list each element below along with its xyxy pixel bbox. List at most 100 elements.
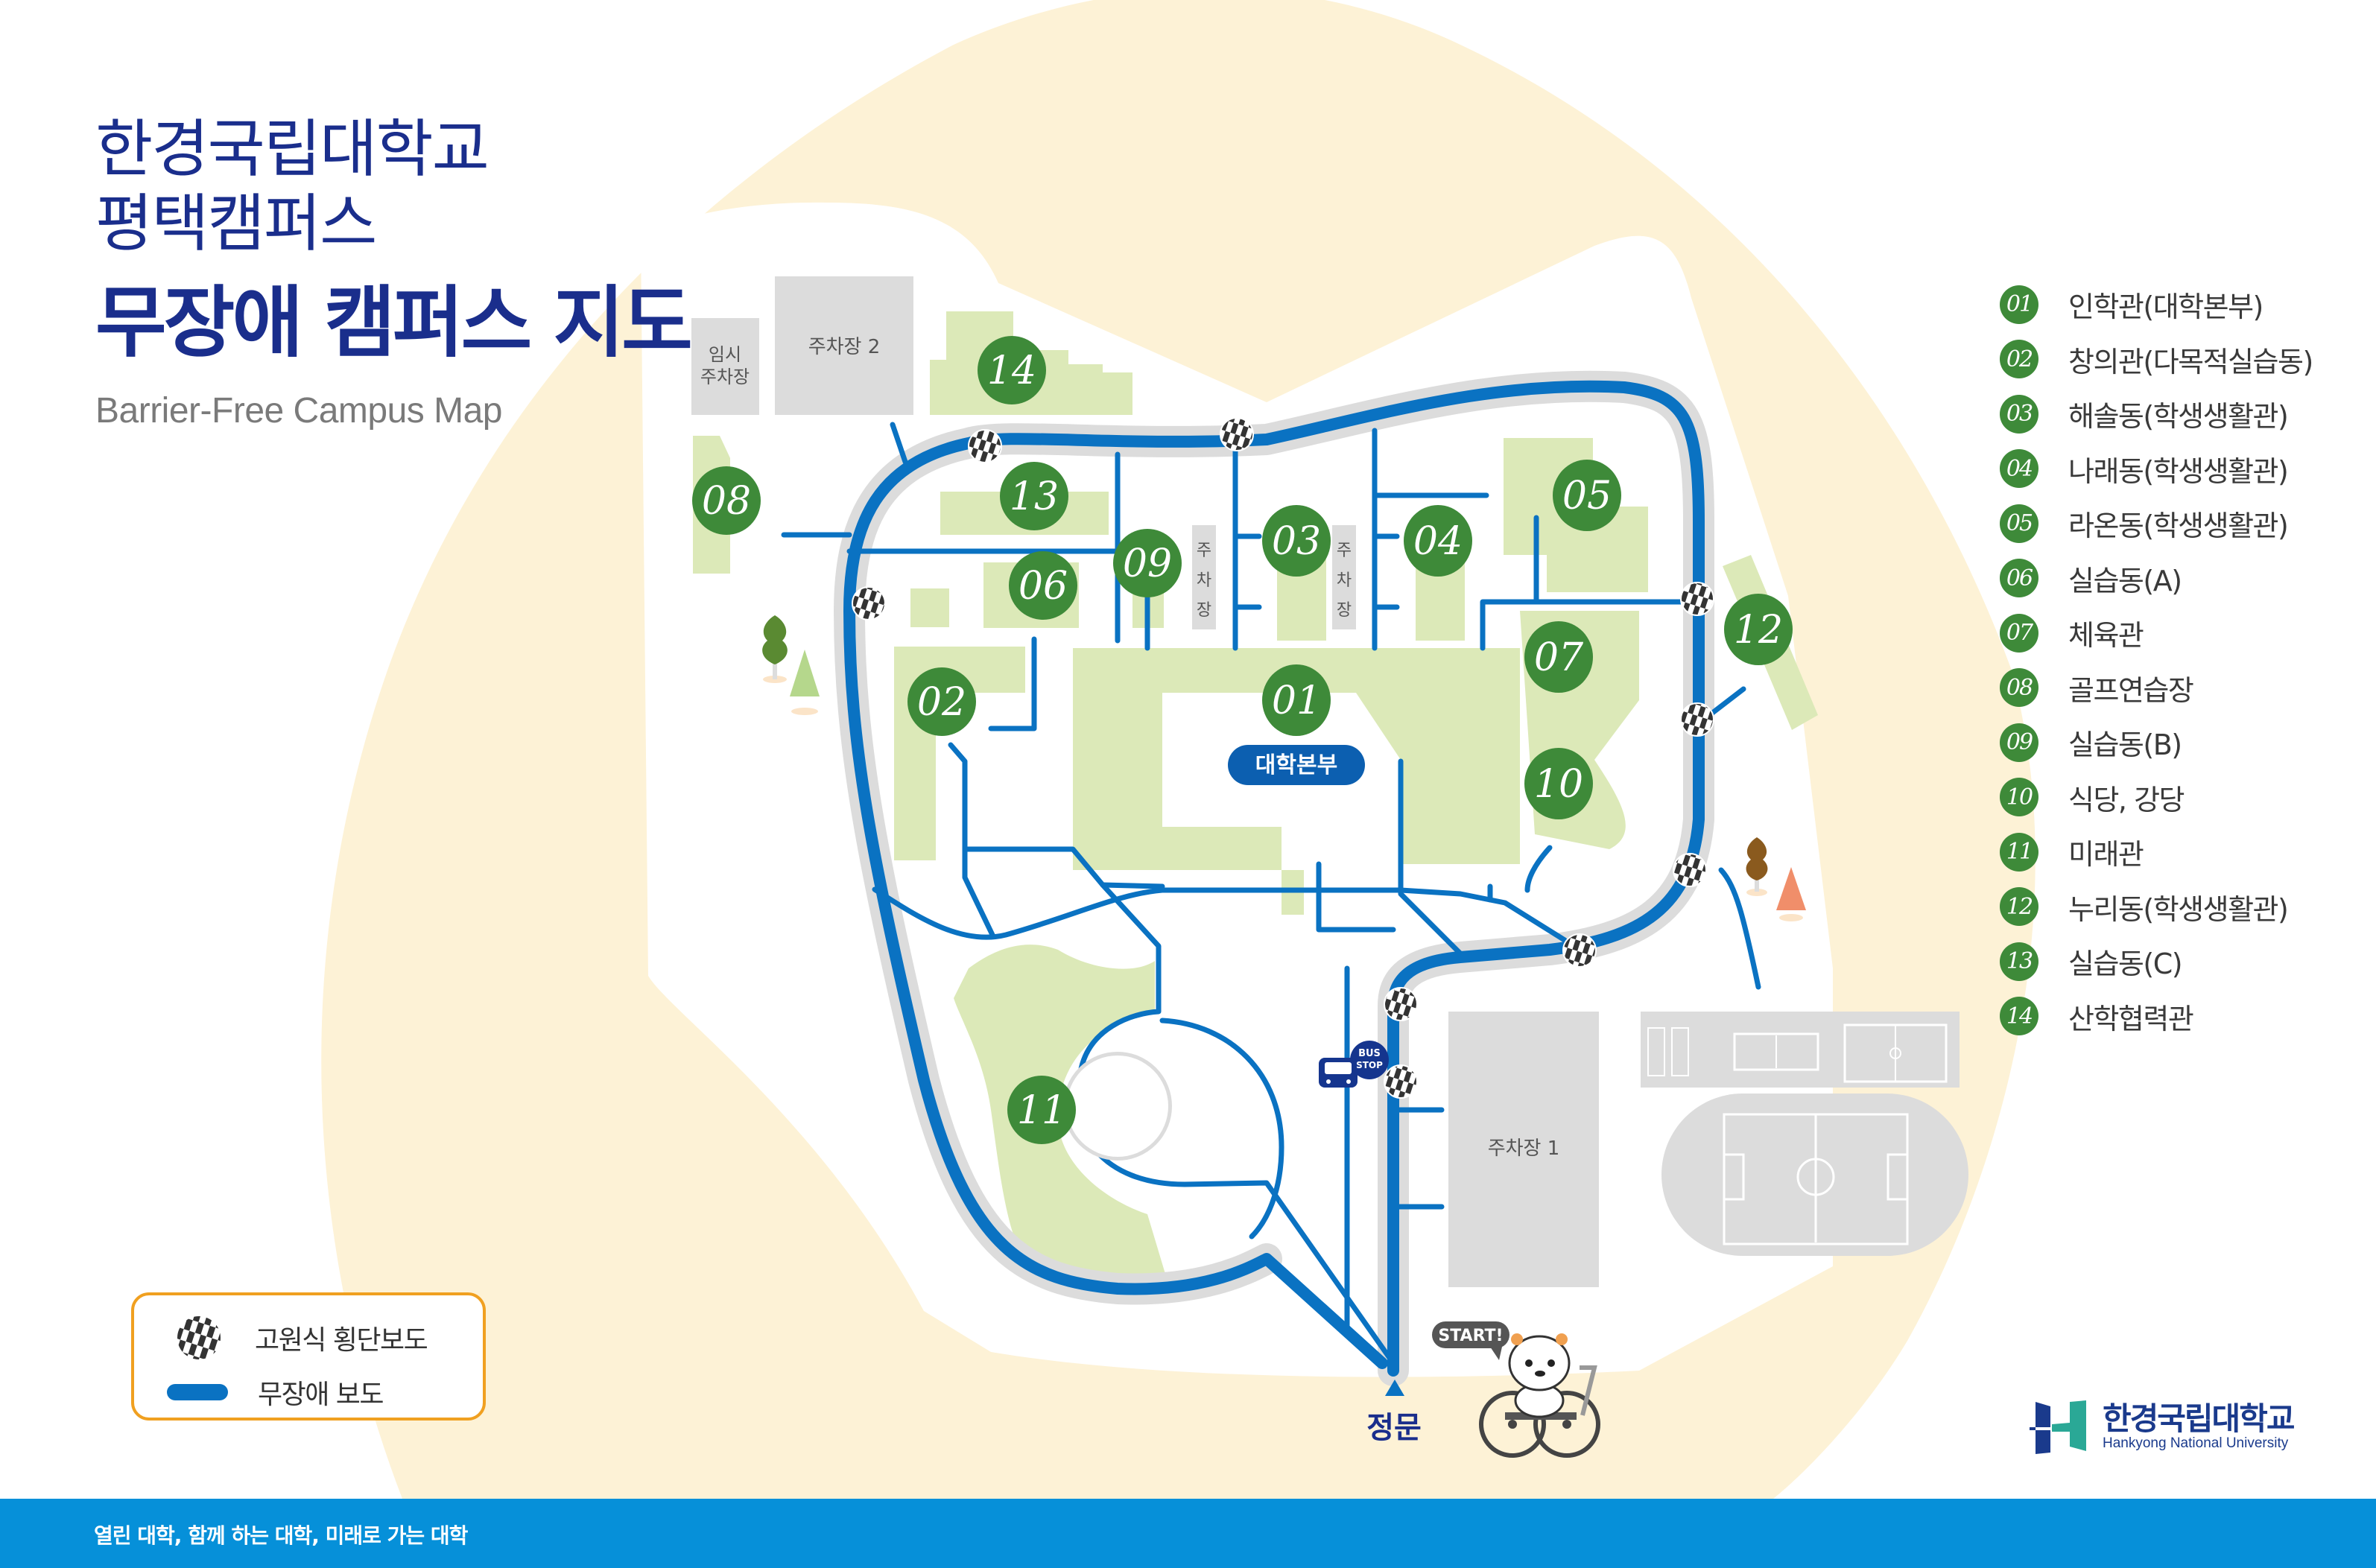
building-number-badge: 01 bbox=[2000, 285, 2038, 324]
marker-02[interactable]: 02 bbox=[907, 667, 976, 736]
crosswalk-icon bbox=[1562, 933, 1597, 968]
marker-09[interactable]: 09 bbox=[1113, 529, 1182, 597]
parking-lot-small-b bbox=[1332, 525, 1356, 629]
svg-text:14: 14 bbox=[987, 349, 1036, 393]
hankyong-logo-icon bbox=[2030, 1400, 2086, 1454]
start-text: START! bbox=[1438, 1327, 1503, 1345]
building-number-badge: 09 bbox=[2000, 723, 2038, 762]
marker-03[interactable]: 03 bbox=[1262, 505, 1331, 577]
start-bubble: START! bbox=[1432, 1321, 1509, 1360]
legend-item-13[interactable]: 13 실습동(C) bbox=[2000, 934, 2313, 989]
bus-stop[interactable]: BUS STOP bbox=[1319, 1041, 1389, 1088]
building-number-badge: 02 bbox=[2000, 340, 2038, 379]
parking-small-a-3: 장 bbox=[1197, 601, 1211, 620]
svg-text:03: 03 bbox=[1272, 519, 1321, 564]
crosswalk-icon bbox=[177, 1316, 221, 1359]
title-block: 한경국립대학교 평택캠퍼스 무장애 캠퍼스 지도 Barrier-Free Ca… bbox=[95, 112, 693, 431]
legend-item-03[interactable]: 03 해솔동(학생생활관) bbox=[2000, 387, 2313, 442]
parking-lot-small-a bbox=[1192, 525, 1216, 629]
building-number-badge: 13 bbox=[2000, 942, 2038, 981]
sports-courts bbox=[1641, 1012, 1960, 1088]
building-name: 해솔동(학생생활관) bbox=[2068, 400, 2289, 434]
building-name: 식당, 강당 bbox=[2068, 783, 2185, 816]
marker-07[interactable]: 07 bbox=[1524, 621, 1593, 693]
building-name: 실습동(C) bbox=[2068, 948, 2183, 981]
page-title: 무장애 캠퍼스 지도 bbox=[95, 277, 693, 368]
legend-item-11[interactable]: 11 미래관 bbox=[2000, 825, 2313, 880]
mascot-wheelchair-icon bbox=[1479, 1333, 1600, 1458]
logo-name-en: Hankyong National University bbox=[2103, 1435, 2289, 1451]
parking-lot-1 bbox=[1448, 1012, 1599, 1287]
svg-text:08: 08 bbox=[702, 479, 751, 524]
legend-item-02[interactable]: 02 창의관(다목적실습동) bbox=[2000, 332, 2313, 387]
crosswalk-key-label: 고원식 횡단보도 bbox=[255, 1325, 428, 1356]
crosswalk-icon bbox=[1384, 1064, 1418, 1099]
tree-icons-right bbox=[1746, 837, 1806, 921]
temp-parking-label-2: 주차장 bbox=[700, 366, 750, 387]
crosswalk-icon bbox=[1220, 417, 1254, 451]
svg-text:05: 05 bbox=[1562, 474, 1612, 518]
marker-06[interactable]: 06 bbox=[1009, 551, 1077, 620]
svg-text:07: 07 bbox=[1534, 635, 1584, 680]
marker-01[interactable]: 01 bbox=[1262, 664, 1331, 736]
temp-parking-lot bbox=[691, 318, 759, 415]
svg-text:04: 04 bbox=[1413, 519, 1463, 564]
parking-lot-2 bbox=[775, 276, 913, 415]
building-number-badge: 03 bbox=[2000, 394, 2038, 434]
campus-name: 평택캠퍼스 bbox=[95, 187, 377, 260]
marker-04[interactable]: 04 bbox=[1404, 505, 1472, 577]
parking-small-b-1: 주 bbox=[1337, 542, 1352, 560]
tree-icons-left bbox=[762, 615, 820, 715]
key-path: 무장애 보도 bbox=[167, 1373, 384, 1412]
legend-item-10[interactable]: 10 식당, 강당 bbox=[2000, 770, 2313, 825]
parking-2-label: 주차장 2 bbox=[808, 336, 881, 358]
building-name: 산학협력관 bbox=[2068, 1002, 2194, 1035]
building-number-badge: 10 bbox=[2000, 778, 2038, 817]
key-crosswalk: 고원식 횡단보도 bbox=[176, 1315, 428, 1361]
raised-crosswalks bbox=[852, 417, 1714, 1099]
legend-item-14[interactable]: 14 산학협력관 bbox=[2000, 989, 2313, 1044]
svg-text:01: 01 bbox=[1272, 679, 1321, 723]
marker-11[interactable]: 11 bbox=[1007, 1076, 1076, 1144]
path-key-label: 무장애 보도 bbox=[258, 1380, 384, 1410]
marker-10[interactable]: 10 bbox=[1524, 748, 1593, 819]
building-number-badge: 05 bbox=[2000, 504, 2038, 543]
main-gate-marker bbox=[1385, 1380, 1404, 1396]
map-key: 고원식 횡단보도 무장애 보도 bbox=[131, 1292, 486, 1421]
marker-05[interactable]: 05 bbox=[1553, 460, 1621, 531]
marker-13[interactable]: 13 bbox=[1000, 462, 1068, 530]
building-name: 창의관(다목적실습동) bbox=[2068, 345, 2313, 378]
crosswalk-icon bbox=[852, 586, 886, 620]
building-name: 미래관 bbox=[2068, 838, 2144, 872]
building-number-badge: 14 bbox=[2000, 997, 2038, 1036]
svg-text:12: 12 bbox=[1734, 608, 1783, 653]
bus-stop-label-1: BUS bbox=[1358, 1048, 1381, 1059]
building-number-badge: 12 bbox=[2000, 887, 2038, 927]
roundabout-center bbox=[1067, 1056, 1168, 1157]
hq-badge bbox=[1228, 745, 1365, 785]
crosswalk-icon bbox=[1384, 987, 1418, 1021]
crosswalk-icon bbox=[1673, 853, 1707, 887]
building-name: 체육관 bbox=[2068, 619, 2144, 653]
building-number-badge: 11 bbox=[2000, 832, 2038, 872]
crosswalk-icon bbox=[1680, 702, 1714, 737]
temp-parking-label-1: 임시 bbox=[709, 344, 741, 365]
svg-text:06: 06 bbox=[1018, 564, 1068, 609]
footer-bar: 열린 대학, 함께 하는 대학, 미래로 가는 대학 bbox=[0, 1499, 2376, 1568]
marker-08[interactable]: 08 bbox=[692, 466, 761, 535]
marker-14[interactable]: 14 bbox=[978, 336, 1046, 404]
marker-12[interactable]: 12 bbox=[1724, 594, 1793, 665]
crosswalk-icon bbox=[1680, 582, 1714, 616]
parking-1-label: 주차장 1 bbox=[1488, 1137, 1560, 1160]
building-markers: 01 02 03 04 05 06 07 08 09 10 11 12 13 1… bbox=[692, 336, 1793, 1144]
parking-small-b-3: 장 bbox=[1337, 601, 1352, 620]
svg-text:09: 09 bbox=[1123, 542, 1172, 586]
